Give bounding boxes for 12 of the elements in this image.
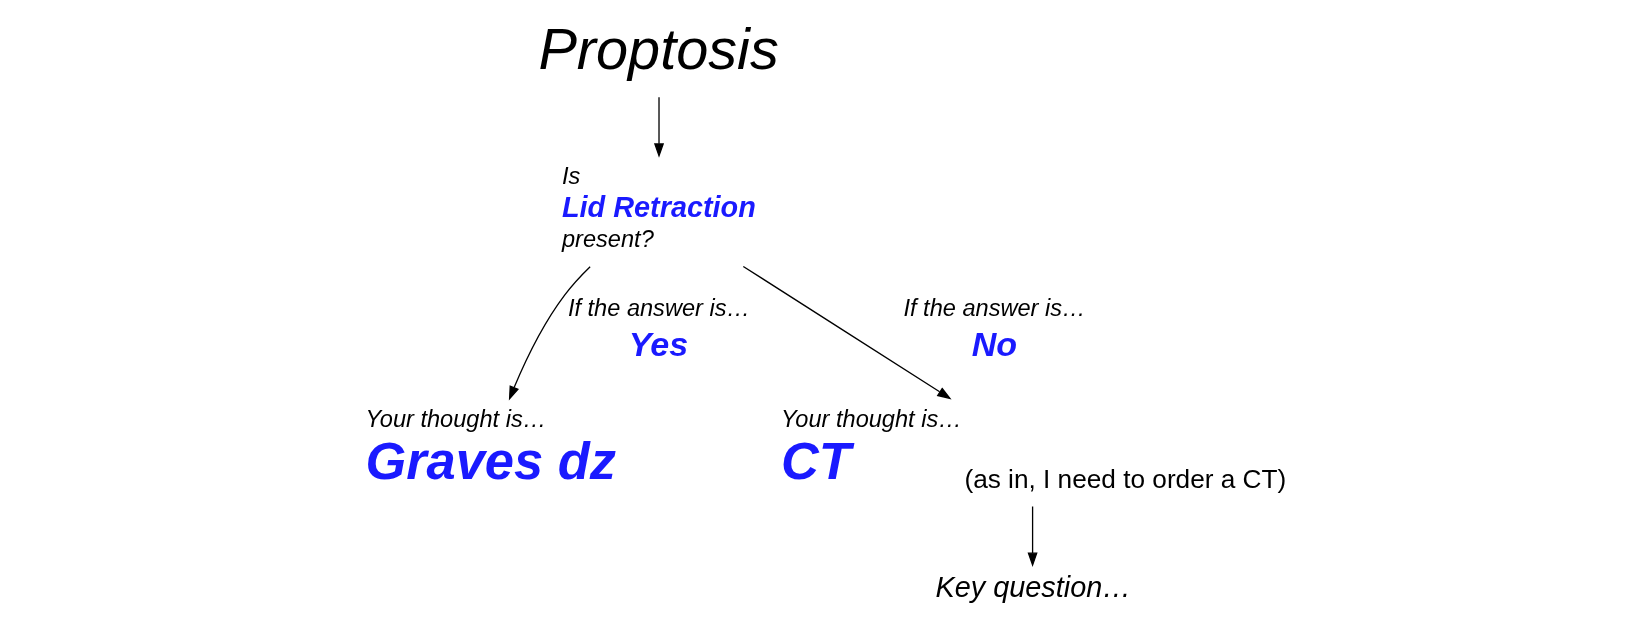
node-text: Is Lid Retraction present? [562, 163, 756, 253]
arrow [742, 265, 952, 400]
edge-label: If the answer is… No [903, 295, 1086, 363]
arrow [653, 96, 665, 158]
node-text: Key question… [935, 571, 1132, 604]
node-text: Your thought is… Graves dz [365, 405, 616, 490]
edge-label: If the answer is… Yes [567, 295, 751, 363]
arrow [508, 266, 591, 401]
arrow [1027, 505, 1038, 567]
node-label: (as in, I need to order a CT) [964, 463, 1287, 494]
node-text: Proptosis [538, 16, 779, 81]
node-text: Your thought is… CT [780, 405, 962, 490]
